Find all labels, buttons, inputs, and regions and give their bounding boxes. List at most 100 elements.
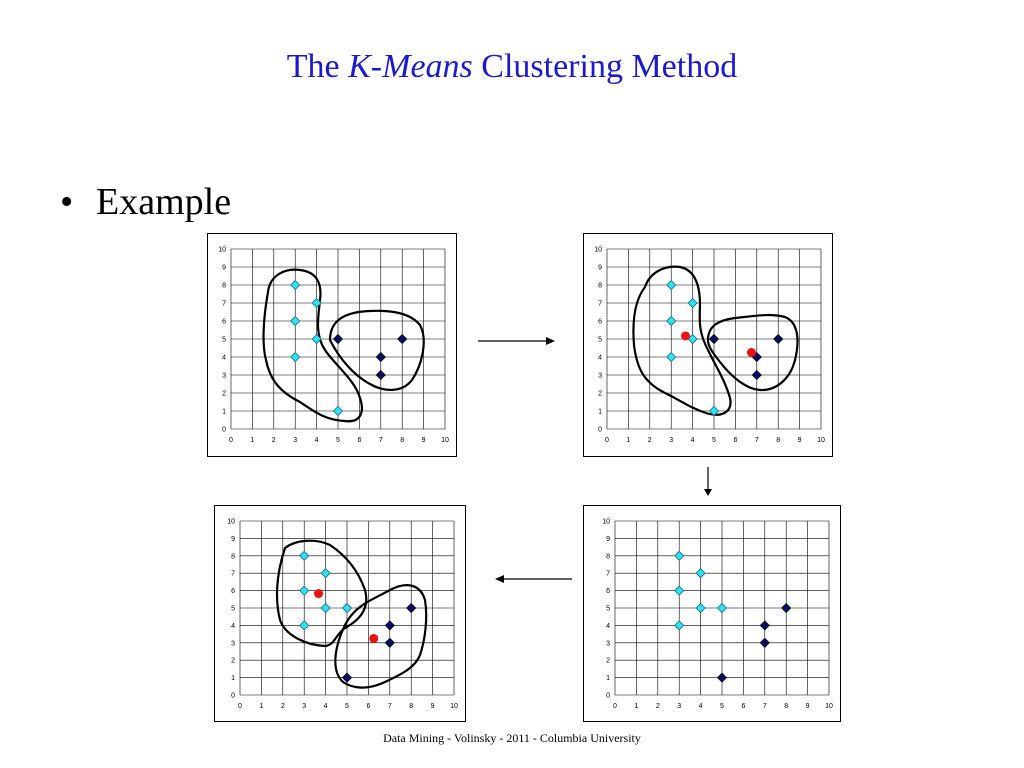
x-tick-label: 4	[315, 437, 319, 444]
bullet-item: • Example	[60, 180, 231, 224]
x-tick-label: 0	[229, 437, 233, 444]
y-tick-label: 0	[222, 427, 226, 434]
y-tick-label: 0	[231, 693, 235, 700]
bullet-text: Example	[96, 181, 232, 223]
y-tick-label: 3	[222, 373, 226, 380]
y-tick-label: 6	[606, 588, 610, 595]
x-tick-label: 1	[250, 437, 254, 444]
y-tick-label: 4	[222, 355, 226, 362]
title-prefix: The	[286, 48, 349, 85]
x-tick-label: 1	[626, 437, 630, 444]
data-point-cluster-b	[375, 351, 386, 363]
x-tick-label: 6	[733, 437, 737, 444]
x-tick-label: 6	[357, 437, 361, 444]
y-tick-label: 6	[598, 319, 602, 326]
y-tick-label: 1	[606, 675, 610, 682]
data-point-cluster-a	[666, 279, 677, 291]
y-tick-label: 9	[606, 536, 610, 543]
data-point-cluster-b	[773, 333, 784, 345]
x-tick-label: 7	[763, 703, 767, 710]
data-point-cluster-a	[332, 405, 344, 417]
y-tick-label: 10	[602, 519, 610, 526]
x-tick-label: 6	[741, 703, 745, 710]
y-tick-label: 6	[222, 319, 226, 326]
x-tick-label: 5	[712, 437, 716, 444]
arrow-down	[704, 467, 712, 496]
y-tick-label: 10	[218, 247, 226, 254]
cluster-outline	[334, 584, 428, 689]
data-point-cluster-b	[751, 369, 762, 381]
data-point-cluster-a	[311, 297, 322, 309]
data-point-cluster-a	[708, 405, 720, 417]
data-point-cluster-b	[397, 333, 408, 345]
panel-frame	[583, 505, 841, 722]
y-tick-label: 9	[598, 265, 602, 272]
y-tick-label: 8	[231, 553, 235, 560]
y-tick-label: 7	[222, 301, 226, 308]
y-tick-label: 9	[231, 536, 235, 543]
x-tick-label: 8	[776, 437, 780, 444]
x-tick-label: 0	[238, 703, 242, 710]
y-tick-label: 2	[231, 658, 235, 665]
data-point-cluster-b	[759, 637, 770, 648]
y-tick-label: 2	[598, 391, 602, 398]
data-point-cluster-b	[716, 672, 728, 683]
data-point-cluster-a	[674, 620, 685, 631]
centroid-point	[681, 331, 691, 341]
x-tick-label: 9	[431, 703, 435, 710]
data-point-cluster-a	[299, 550, 310, 561]
cluster-outline	[706, 313, 799, 392]
x-tick-label: 10	[825, 703, 833, 710]
data-point-cluster-a	[290, 351, 301, 363]
centroid-point	[314, 589, 324, 599]
y-tick-label: 4	[598, 355, 602, 362]
x-tick-label: 5	[720, 703, 724, 710]
y-tick-label: 1	[222, 409, 226, 416]
data-point-cluster-b	[332, 333, 344, 345]
footer-text: Data Mining - Volinsky - 2011 - Columbia…	[383, 731, 641, 745]
y-tick-label: 5	[598, 337, 602, 344]
panel-frame	[214, 505, 466, 722]
y-tick-label: 5	[231, 606, 235, 613]
x-tick-label: 1	[259, 703, 263, 710]
y-tick-label: 10	[227, 519, 235, 526]
data-point-cluster-b	[781, 602, 792, 614]
cluster-outline	[275, 539, 368, 648]
x-tick-label: 5	[345, 703, 349, 710]
arrow-right	[478, 337, 555, 345]
x-tick-label: 9	[806, 703, 810, 710]
data-point-cluster-a	[290, 279, 301, 291]
data-point-cluster-b	[384, 620, 395, 631]
y-tick-label: 4	[606, 623, 610, 630]
x-tick-label: 8	[784, 703, 788, 710]
x-tick-label: 3	[677, 703, 681, 710]
y-tick-label: 6	[231, 588, 235, 595]
title-suffix: Clustering Method	[472, 48, 738, 85]
title-italic: K-Means	[348, 48, 473, 85]
x-tick-label: 3	[669, 437, 673, 444]
bullet-dot-icon: •	[60, 181, 74, 223]
x-tick-label: 2	[648, 437, 652, 444]
cluster-outline	[632, 265, 732, 416]
centroid-point	[746, 348, 756, 357]
data-point-cluster-a	[666, 315, 677, 327]
y-tick-label: 0	[606, 693, 610, 700]
x-tick-label: 4	[691, 437, 695, 444]
data-point-cluster-a	[695, 568, 706, 579]
data-point-cluster-a	[299, 585, 310, 596]
y-tick-label: 5	[606, 606, 610, 613]
y-tick-label: 1	[598, 409, 602, 416]
x-tick-label: 7	[755, 437, 759, 444]
y-tick-label: 4	[231, 623, 235, 630]
y-tick-label: 3	[598, 373, 602, 380]
data-point-cluster-a	[320, 568, 331, 579]
data-point-cluster-a	[341, 602, 353, 614]
data-point-cluster-a	[674, 585, 685, 596]
y-tick-label: 7	[231, 571, 235, 578]
data-point-cluster-a	[290, 315, 301, 327]
